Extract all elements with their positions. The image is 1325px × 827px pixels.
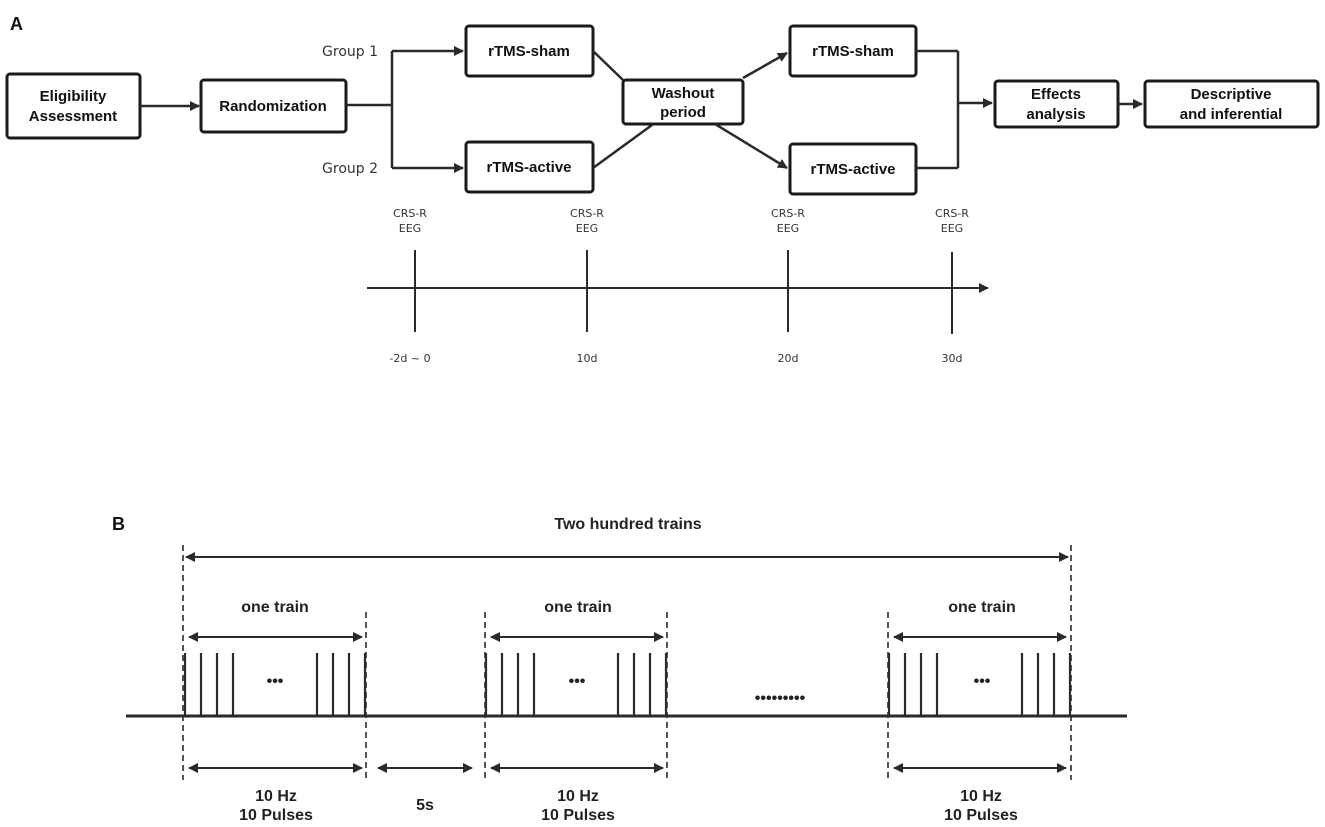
train-3-pulse-count: 10 Pulses	[944, 807, 1018, 824]
interval-label: 5s	[416, 797, 434, 814]
effects-label-2: analysis	[1026, 106, 1085, 123]
rtms-sham-box-2: rTMS-sham	[788, 24, 918, 78]
train-2: one train ••• 10 Hz 10 Pulses	[484, 599, 668, 824]
effects-analysis-box: Effects analysis	[993, 79, 1120, 129]
timepoint-3-day: 20d	[778, 352, 799, 365]
rtms-sham-box-1: rTMS-sham	[464, 24, 595, 78]
eligibility-box: Eligibility Assessment	[5, 72, 142, 140]
timepoint-4-measure-1: CRS-R	[935, 207, 969, 220]
panel-b-label: B	[112, 514, 125, 534]
arrow-washout-active	[714, 122, 788, 170]
train-1-label: one train	[241, 599, 309, 616]
group1-label: Group 1	[322, 44, 378, 60]
rtms-active-box-1: rTMS-active	[464, 140, 595, 194]
timepoint-1-measure-1: CRS-R	[393, 207, 427, 220]
arrow-washout-sham	[742, 51, 788, 80]
train-2-label: one train	[544, 599, 612, 616]
timepoint-1-day: -2d ~ 0	[389, 352, 430, 365]
timepoint-1: CRS-R EEG -2d ~ 0	[389, 207, 430, 365]
rtms-active-label-2: rTMS-active	[810, 161, 895, 178]
train-3-ellipsis: •••	[974, 673, 991, 690]
rtms-sham-label-1: rTMS-sham	[488, 43, 570, 60]
eligibility-label-1: Eligibility	[40, 88, 107, 105]
panel-a-label: A	[10, 14, 23, 34]
timepoint-1-measure-2: EEG	[399, 222, 421, 235]
train-2-frequency: 10 Hz	[557, 788, 599, 805]
train-1: one train ••• 10 Hz 10 Pulses	[183, 599, 367, 824]
inter-train-interval: 5s	[377, 763, 473, 814]
train-1-pulse-count: 10 Pulses	[239, 807, 313, 824]
train-2-pulse-count: 10 Pulses	[541, 807, 615, 824]
two-hundred-trains-label: Two hundred trains	[554, 516, 701, 533]
rtms-active-box-2: rTMS-active	[788, 142, 918, 196]
connector-sham-washout	[592, 50, 624, 81]
randomization-box: Randomization	[199, 78, 348, 134]
train-3-label: one train	[948, 599, 1016, 616]
timepoint-4-day: 30d	[942, 352, 963, 365]
rtms-active-label-1: rTMS-active	[486, 159, 571, 176]
timepoint-2-day: 10d	[577, 352, 598, 365]
more-trains-ellipsis: •••••••••	[755, 690, 806, 707]
train-1-frequency: 10 Hz	[255, 788, 297, 805]
timepoint-3: CRS-R EEG 20d	[771, 207, 805, 365]
descriptive-label-2: and inferential	[1180, 106, 1283, 123]
washout-label-2: period	[660, 104, 706, 121]
train-3: one train ••• 10 Hz 10 Pulses	[887, 599, 1072, 824]
timepoint-2: CRS-R EEG 10d	[570, 207, 604, 365]
descriptive-label-1: Descriptive	[1191, 86, 1272, 103]
effects-label-1: Effects	[1031, 86, 1081, 103]
timepoint-4: CRS-R EEG 30d	[935, 207, 969, 365]
descriptive-box: Descriptive and inferential	[1143, 79, 1320, 129]
group2-label: Group 2	[322, 161, 378, 177]
timepoint-3-measure-2: EEG	[777, 222, 799, 235]
connector-active-washout	[592, 123, 653, 170]
train-2-ellipsis: •••	[569, 673, 586, 690]
train-1-ellipsis: •••	[267, 673, 284, 690]
train-3-frequency: 10 Hz	[960, 788, 1002, 805]
randomization-label: Randomization	[219, 98, 327, 115]
washout-box: Washout period	[621, 78, 745, 126]
rtms-sham-label-2: rTMS-sham	[812, 43, 894, 60]
eligibility-label-2: Assessment	[29, 108, 117, 125]
washout-label-1: Washout	[652, 85, 715, 102]
timepoint-2-measure-1: CRS-R	[570, 207, 604, 220]
timepoint-4-measure-2: EEG	[941, 222, 963, 235]
timepoint-2-measure-2: EEG	[576, 222, 598, 235]
timepoint-3-measure-1: CRS-R	[771, 207, 805, 220]
